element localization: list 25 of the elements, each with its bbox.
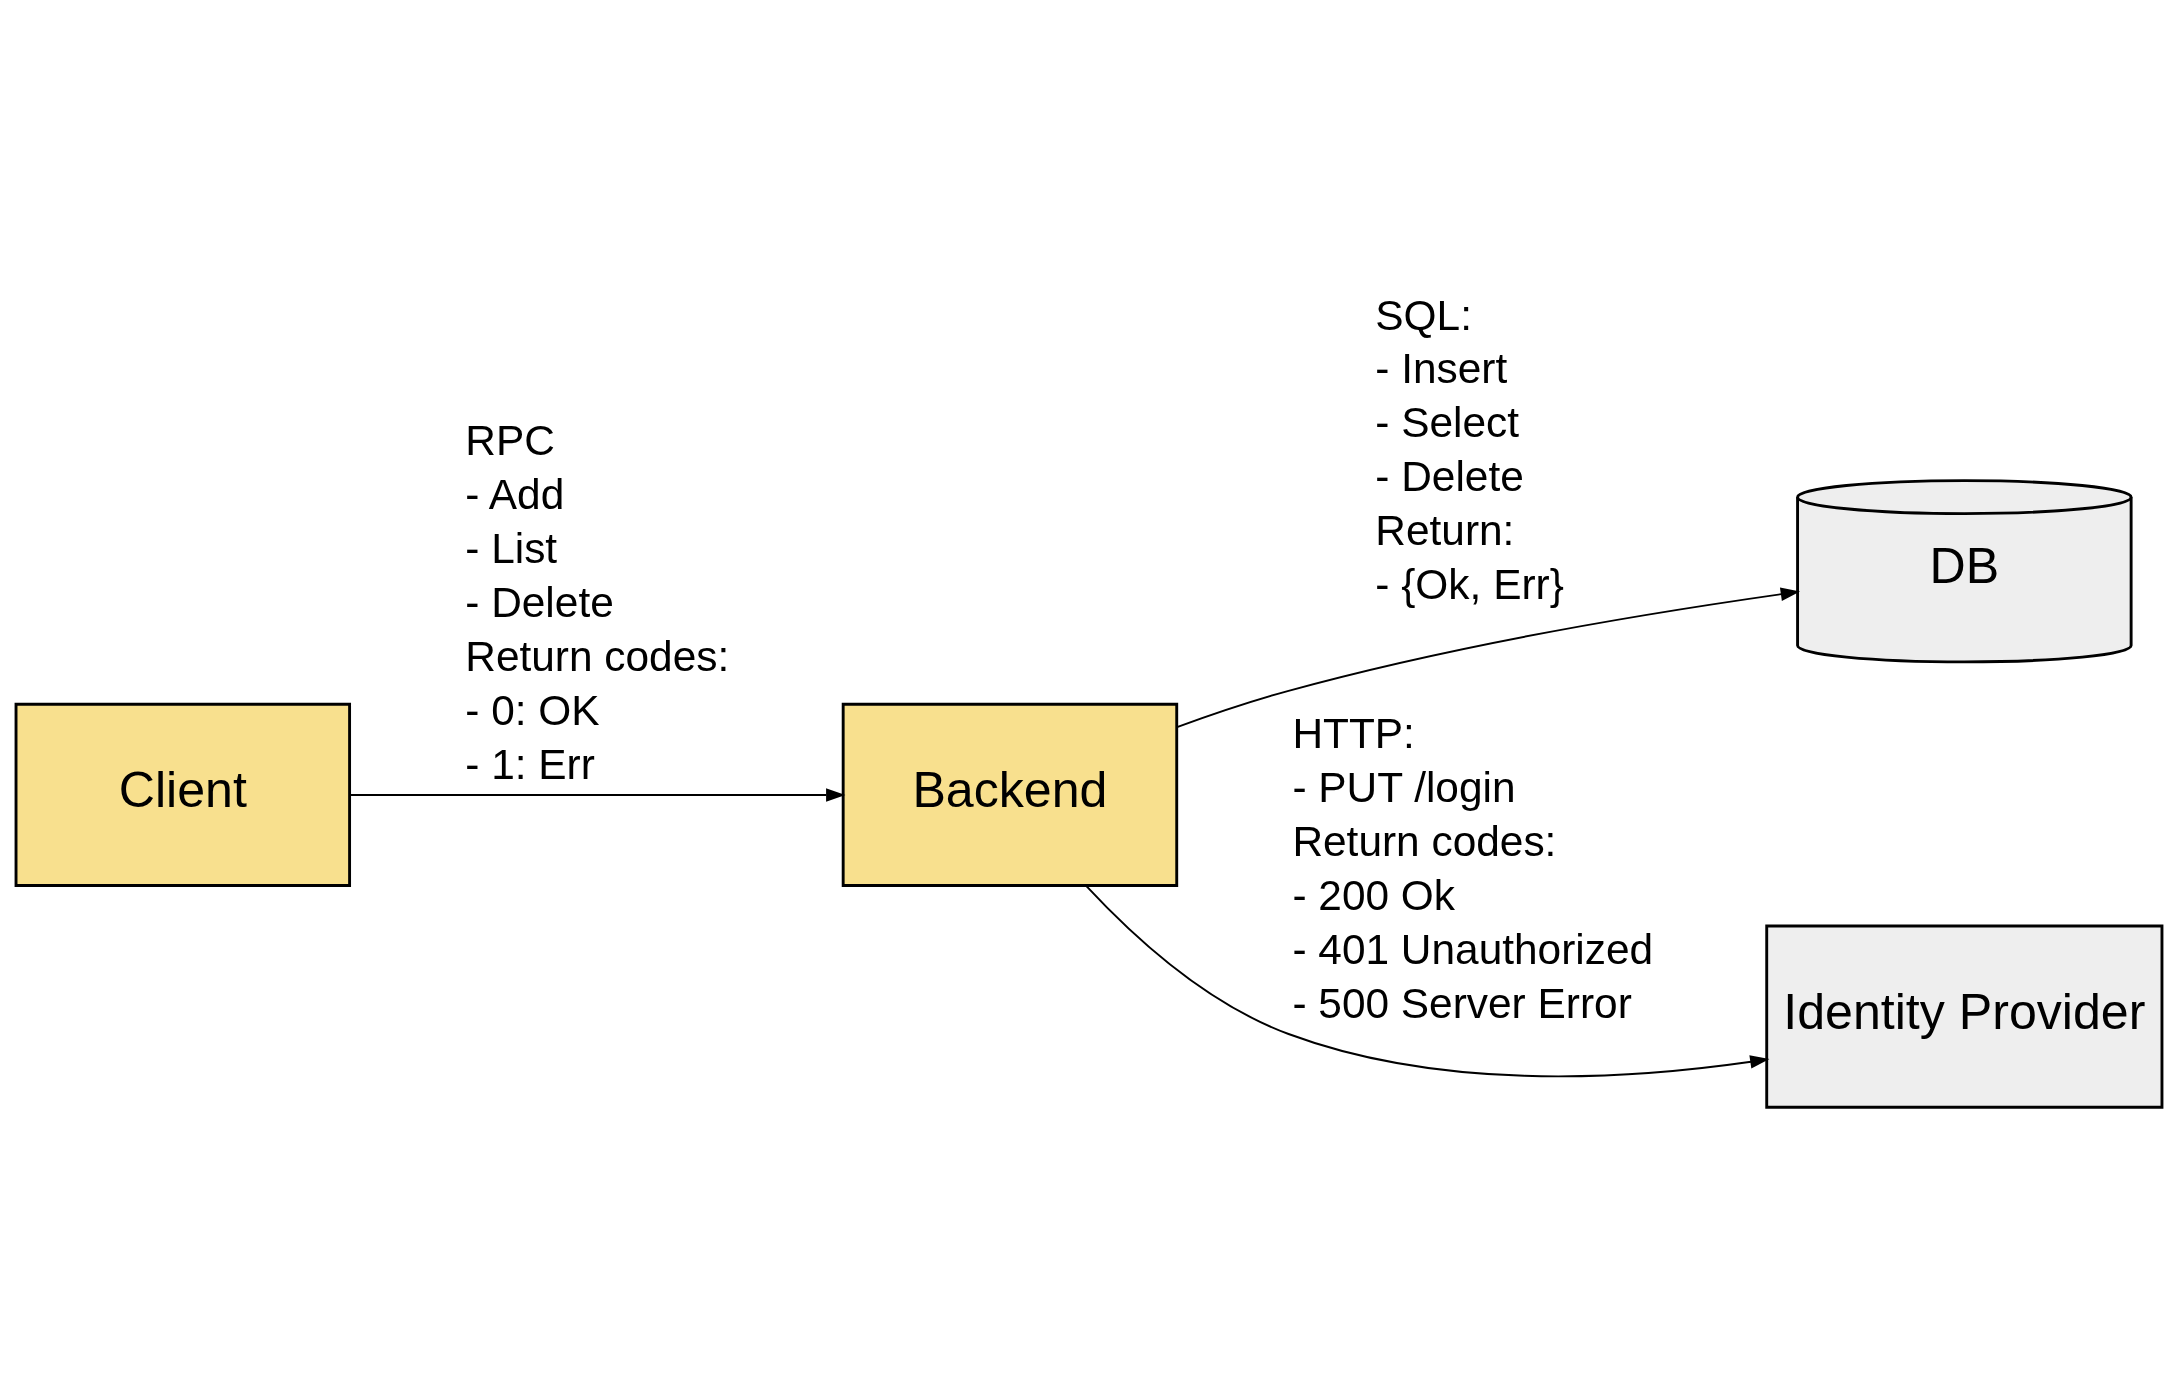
label: SQL: [1375, 291, 1472, 338]
label: - Insert [1375, 344, 1508, 392]
arrow [1176, 587, 1801, 728]
label: - List [465, 524, 558, 572]
label: - PUT /login [1292, 763, 1516, 811]
label: - 1: Err [465, 740, 595, 788]
label: - Add [465, 470, 565, 518]
label: Return codes: [465, 632, 730, 680]
label: - Delete [1375, 452, 1524, 500]
label: - {Ok, Err} [1375, 560, 1564, 608]
label: - 401 Unauthorized [1292, 925, 1654, 973]
arrow [348, 787, 846, 802]
label: Return codes: [1292, 817, 1557, 865]
label: Return: [1375, 506, 1515, 554]
label: - 500 Server Error [1292, 979, 1632, 1027]
node-box: Client [14, 702, 352, 887]
label: - 200 Ok [1292, 871, 1456, 919]
label: HTTP: [1292, 709, 1415, 757]
label: - Select [1375, 398, 1520, 446]
label: - Delete [465, 578, 614, 626]
label: RPC [465, 416, 555, 464]
node-box: Identity Provider [1765, 924, 2164, 1109]
arrow [1085, 884, 1770, 1077]
node-box: Backend [841, 702, 1179, 887]
label: - 0: OK [465, 686, 600, 734]
